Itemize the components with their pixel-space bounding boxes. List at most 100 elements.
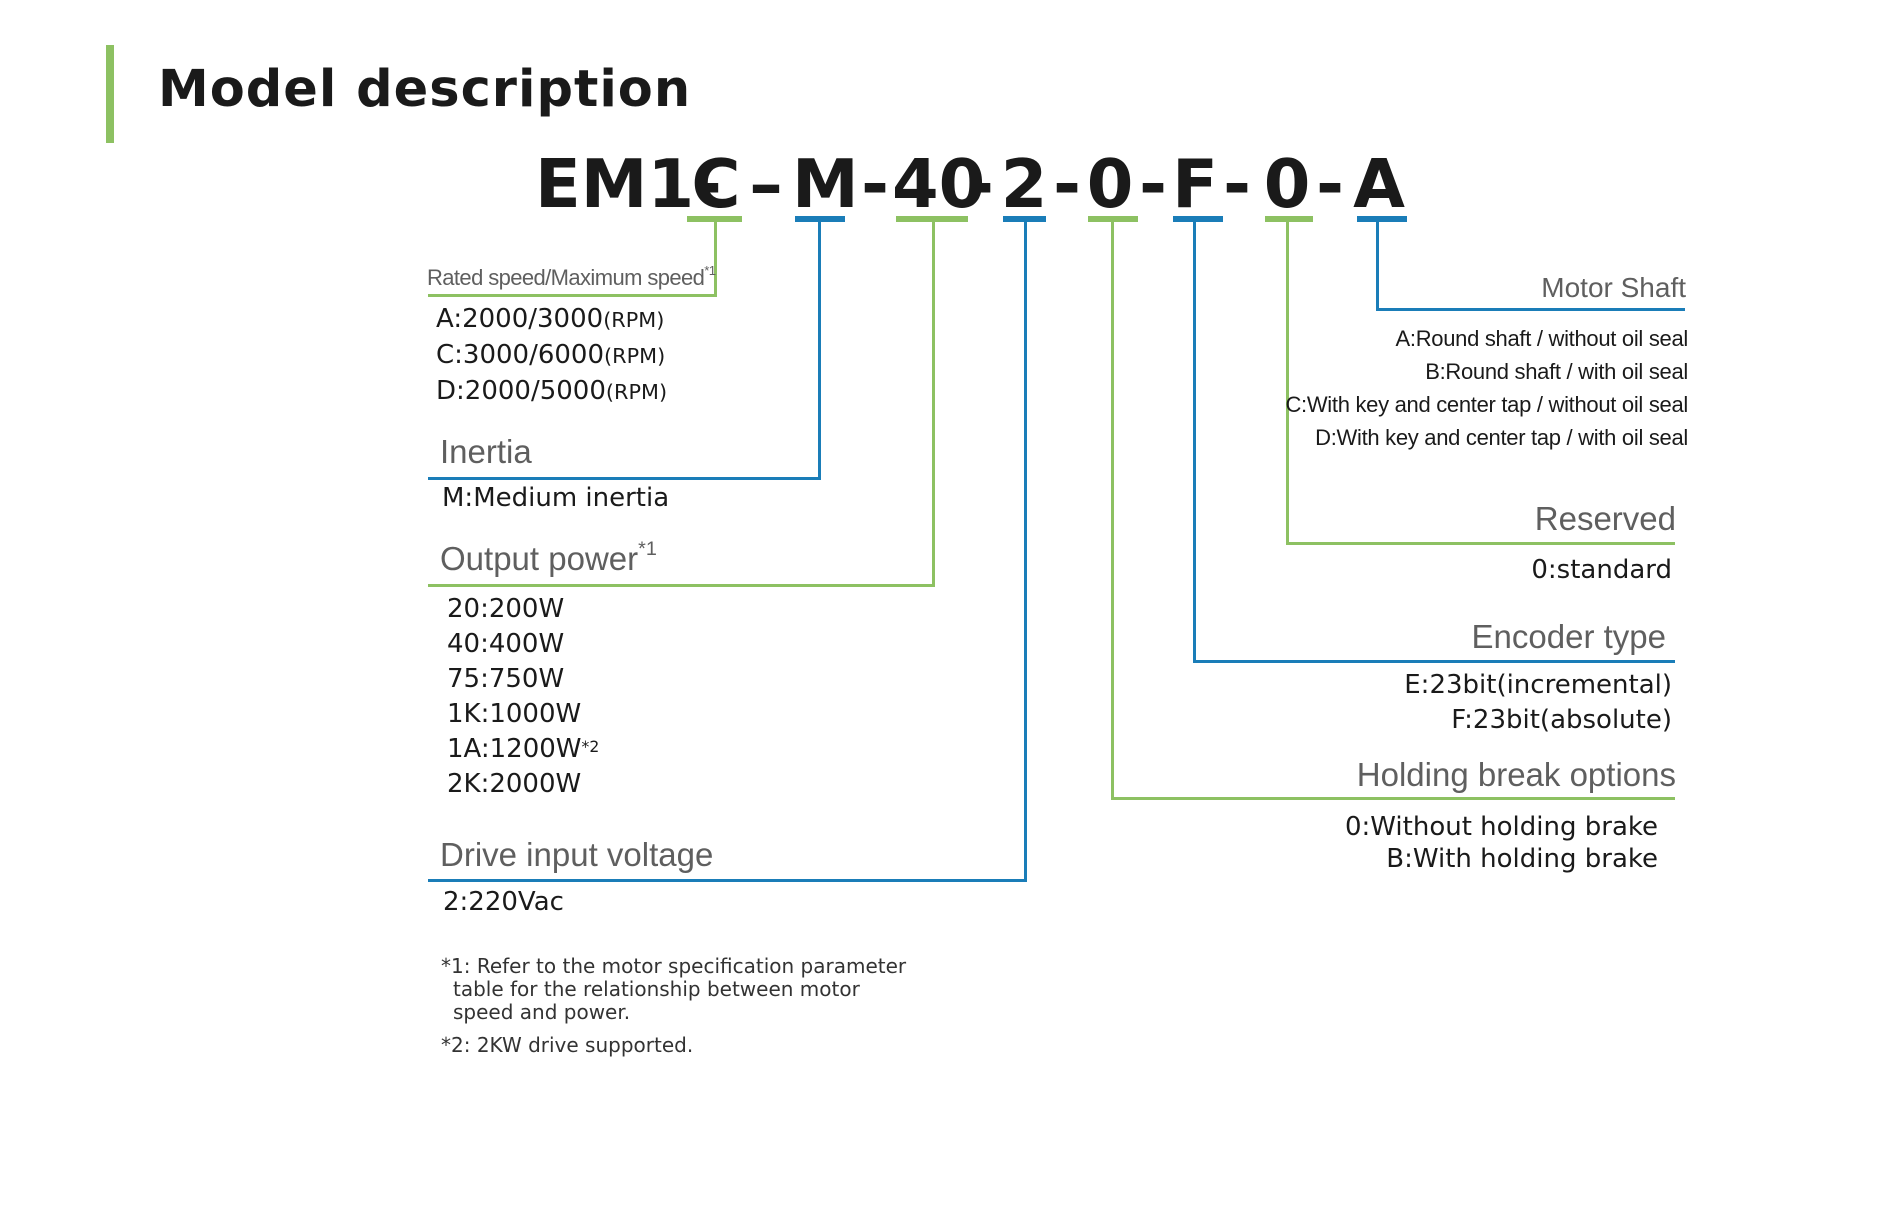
footnote-1-line: *1: Refer to the motor specification par… [441,954,907,978]
segment-underline-reserved [1265,216,1313,222]
output-power-label-text: Output power [440,540,639,577]
output-power-label: Output power*1 [440,538,657,578]
output-power-item-value: 40:400W [447,629,565,659]
output-power-item: 1A:1200W*2 [447,732,599,767]
motor-shaft-item: B:Round shaft / with oil seal [1425,359,1688,384]
holding-brake-item: 0:Without holding brake [1344,812,1658,842]
model-code-segment-power: 40 [892,145,986,223]
model-code-segment-speed: C [691,145,741,223]
model-code-separator: - [966,145,994,223]
drive-voltage-label: Drive input voltage [440,836,714,873]
connector-speed-horizontal [428,294,717,297]
output-power-item: 75:750W [447,662,599,697]
motor-shaft-item: D:With key and center tap / with oil sea… [1315,425,1688,450]
inertia-label: Inertia [440,433,532,470]
model-code-separator: - [1053,145,1081,223]
model-code-segment-shaft: A [1353,145,1405,223]
page-title: Model description [158,60,692,119]
footnote-1-line: speed and power. [453,1000,631,1024]
connector-brake-vertical [1111,222,1114,800]
model-code-segment-encoder: F [1172,145,1218,223]
connector-power-horizontal [428,584,935,587]
drive-voltage-item: 2:220Vac [443,887,564,917]
connector-reserved-horizontal [1286,542,1675,545]
model-code-prefix: EM1- [535,145,722,223]
model-code-separator: - [1316,145,1344,223]
output-power-item: 2K:2000W [447,767,599,802]
footnote-1: *1: Refer to the motor specification par… [441,955,906,1024]
output-power-item-value: 1K:1000W [447,699,582,729]
reserved-values: 0:standard [1531,553,1672,588]
inertia-values: M:Medium inertia [442,481,669,516]
connector-inertia-horizontal [428,477,821,480]
output-power-item-value: 1A:1200W [447,734,582,764]
output-power-item: 20:200W [447,592,599,627]
connector-speed-vertical [714,222,717,297]
encoder-type-values: E:23bit(incremental) F:23bit(absolute) [1404,668,1672,738]
connector-voltage-vertical [1024,222,1027,882]
drive-voltage-values: 2:220Vac [443,885,564,920]
segment-underline-voltage [1003,216,1046,222]
rated-speed-item-unit: (RPM) [605,380,668,404]
output-power-item: 1K:1000W [447,697,599,732]
model-code-separator: - [1223,145,1251,223]
output-power-item-value: 75:750W [447,664,565,694]
holding-brake-item: B:With holding brake [1386,844,1658,874]
rated-speed-label-note: *1 [704,263,716,278]
footnote-1-line: table for the relationship between motor [453,977,860,1001]
output-power-values: 20:200W 40:400W 75:750W 1K:1000W 1A:1200… [447,592,599,802]
connector-shaft-vertical [1376,222,1379,311]
model-code-segment-reserved: 0 [1263,145,1311,223]
connector-inertia-vertical [818,222,821,480]
segment-underline-encoder [1173,216,1223,222]
motor-shaft-item: A:Round shaft / without oil seal [1395,326,1689,351]
motor-shaft-values: A:Round shaft / without oil seal B:Round… [1285,322,1688,454]
rated-speed-item-value: D:2000/5000 [436,376,606,406]
segment-underline-inertia [795,216,845,222]
output-power-item-value: 20:200W [447,594,565,624]
connector-reserved-vertical [1286,222,1289,545]
connector-voltage-horizontal [428,879,1027,882]
segment-underline-speed [687,216,742,222]
motor-shaft-item: C:With key and center tap / without oil … [1285,392,1688,417]
reserved-item: 0:standard [1531,555,1672,585]
holding-brake-values: 0:Without holding brake B:With holding b… [1345,811,1658,875]
rated-speed-item-unit: (RPM) [603,308,665,332]
rated-speed-label-text: Rated speed/Maximum speed [427,265,705,290]
connector-encoder-vertical [1193,222,1196,663]
holding-brake-label: Holding break options [1356,756,1676,793]
output-power-item: 40:400W [447,627,599,662]
inertia-item: M:Medium inertia [442,483,670,513]
connector-shaft-horizontal [1376,308,1685,311]
rated-speed-item: C:3000/6000(RPM) [436,338,667,374]
title-accent-bar [106,45,114,143]
model-code-segment-brake: 0 [1086,145,1134,223]
encoder-type-label: Encoder type [1471,618,1666,655]
output-power-label-note: *1 [638,538,657,560]
rated-speed-item: A:2000/3000(RPM) [436,302,667,338]
model-code-separator: – [749,145,783,223]
encoder-type-item: E:23bit(incremental) [1404,670,1672,700]
rated-speed-item: D:2000/5000(RPM) [436,374,667,410]
model-code-segment-voltage: 2 [1000,145,1048,223]
reserved-label: Reserved [1534,500,1676,537]
output-power-item-note: *2 [581,738,600,756]
rated-speed-item-unit: (RPM) [604,344,666,368]
model-code-segment-inertia: M [792,145,859,223]
rated-speed-label: Rated speed/Maximum speed*1 [427,263,716,291]
connector-brake-horizontal [1111,797,1675,800]
segment-underline-brake [1088,216,1138,222]
connector-power-vertical [932,222,935,587]
segment-underline-power [896,216,968,222]
model-code-separator: - [861,145,889,223]
footnote-2: *2: 2KW drive supported. [441,1033,694,1057]
encoder-type-item: F:23bit(absolute) [1451,705,1672,735]
rated-speed-item-value: A:2000/3000 [436,304,604,334]
rated-speed-values: A:2000/3000(RPM) C:3000/6000(RPM) D:2000… [436,302,667,410]
model-code-separator: - [1139,145,1167,223]
segment-underline-shaft [1357,216,1407,222]
output-power-item-value: 2K:2000W [447,769,582,799]
rated-speed-item-value: C:3000/6000 [436,340,605,370]
motor-shaft-label: Motor Shaft [1541,272,1686,303]
connector-encoder-horizontal [1193,660,1675,663]
